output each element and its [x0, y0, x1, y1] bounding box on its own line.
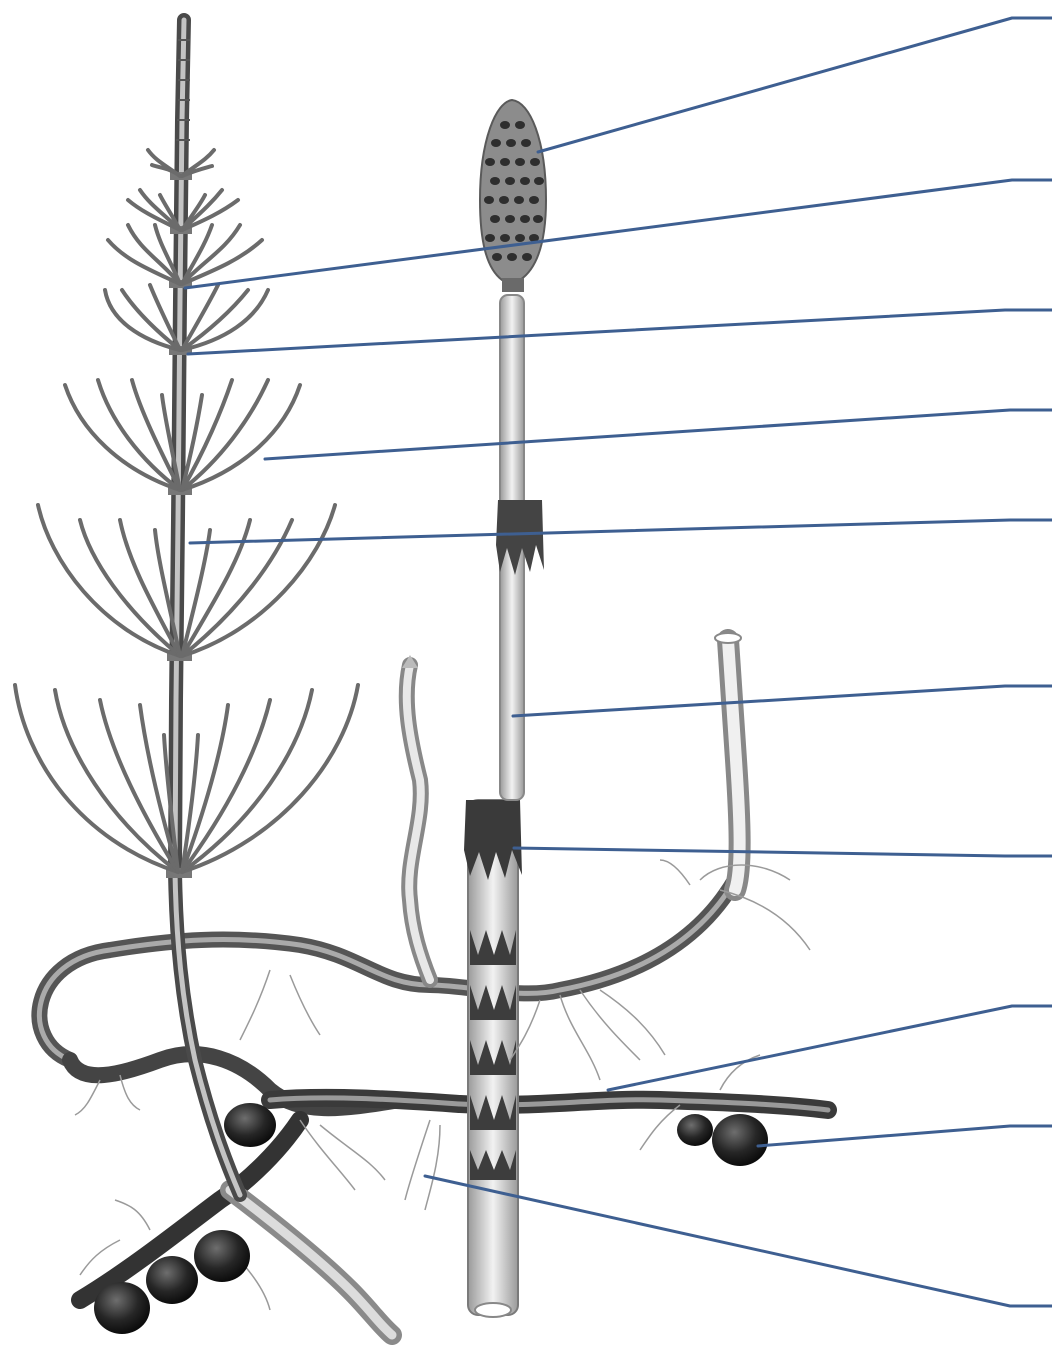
- callout-line-strobilus[interactable]: [538, 18, 1052, 152]
- callout-line-rhizome[interactable]: [608, 1006, 1052, 1090]
- callout-line-internode[interactable]: [190, 520, 1052, 543]
- strobilus-cone: [480, 100, 546, 292]
- tuber: [194, 1230, 250, 1282]
- tuber: [677, 1114, 713, 1146]
- tuber: [712, 1114, 768, 1166]
- callout-line-roots[interactable]: [425, 1176, 1052, 1306]
- callout-line-node-second[interactable]: [188, 310, 1052, 354]
- tuber: [224, 1103, 276, 1147]
- callout-line-node-upper[interactable]: [185, 180, 1052, 288]
- sterile-stem: [15, 20, 358, 1195]
- tuber: [94, 1282, 150, 1334]
- tuber: [146, 1256, 198, 1304]
- callout-line-leaf-sheath[interactable]: [514, 848, 1052, 856]
- callout-line-fertile-stem[interactable]: [513, 686, 1052, 716]
- fertile-stem-plant: [464, 100, 546, 1317]
- callout-line-branch[interactable]: [265, 410, 1052, 459]
- callout-line-tuber[interactable]: [758, 1126, 1052, 1146]
